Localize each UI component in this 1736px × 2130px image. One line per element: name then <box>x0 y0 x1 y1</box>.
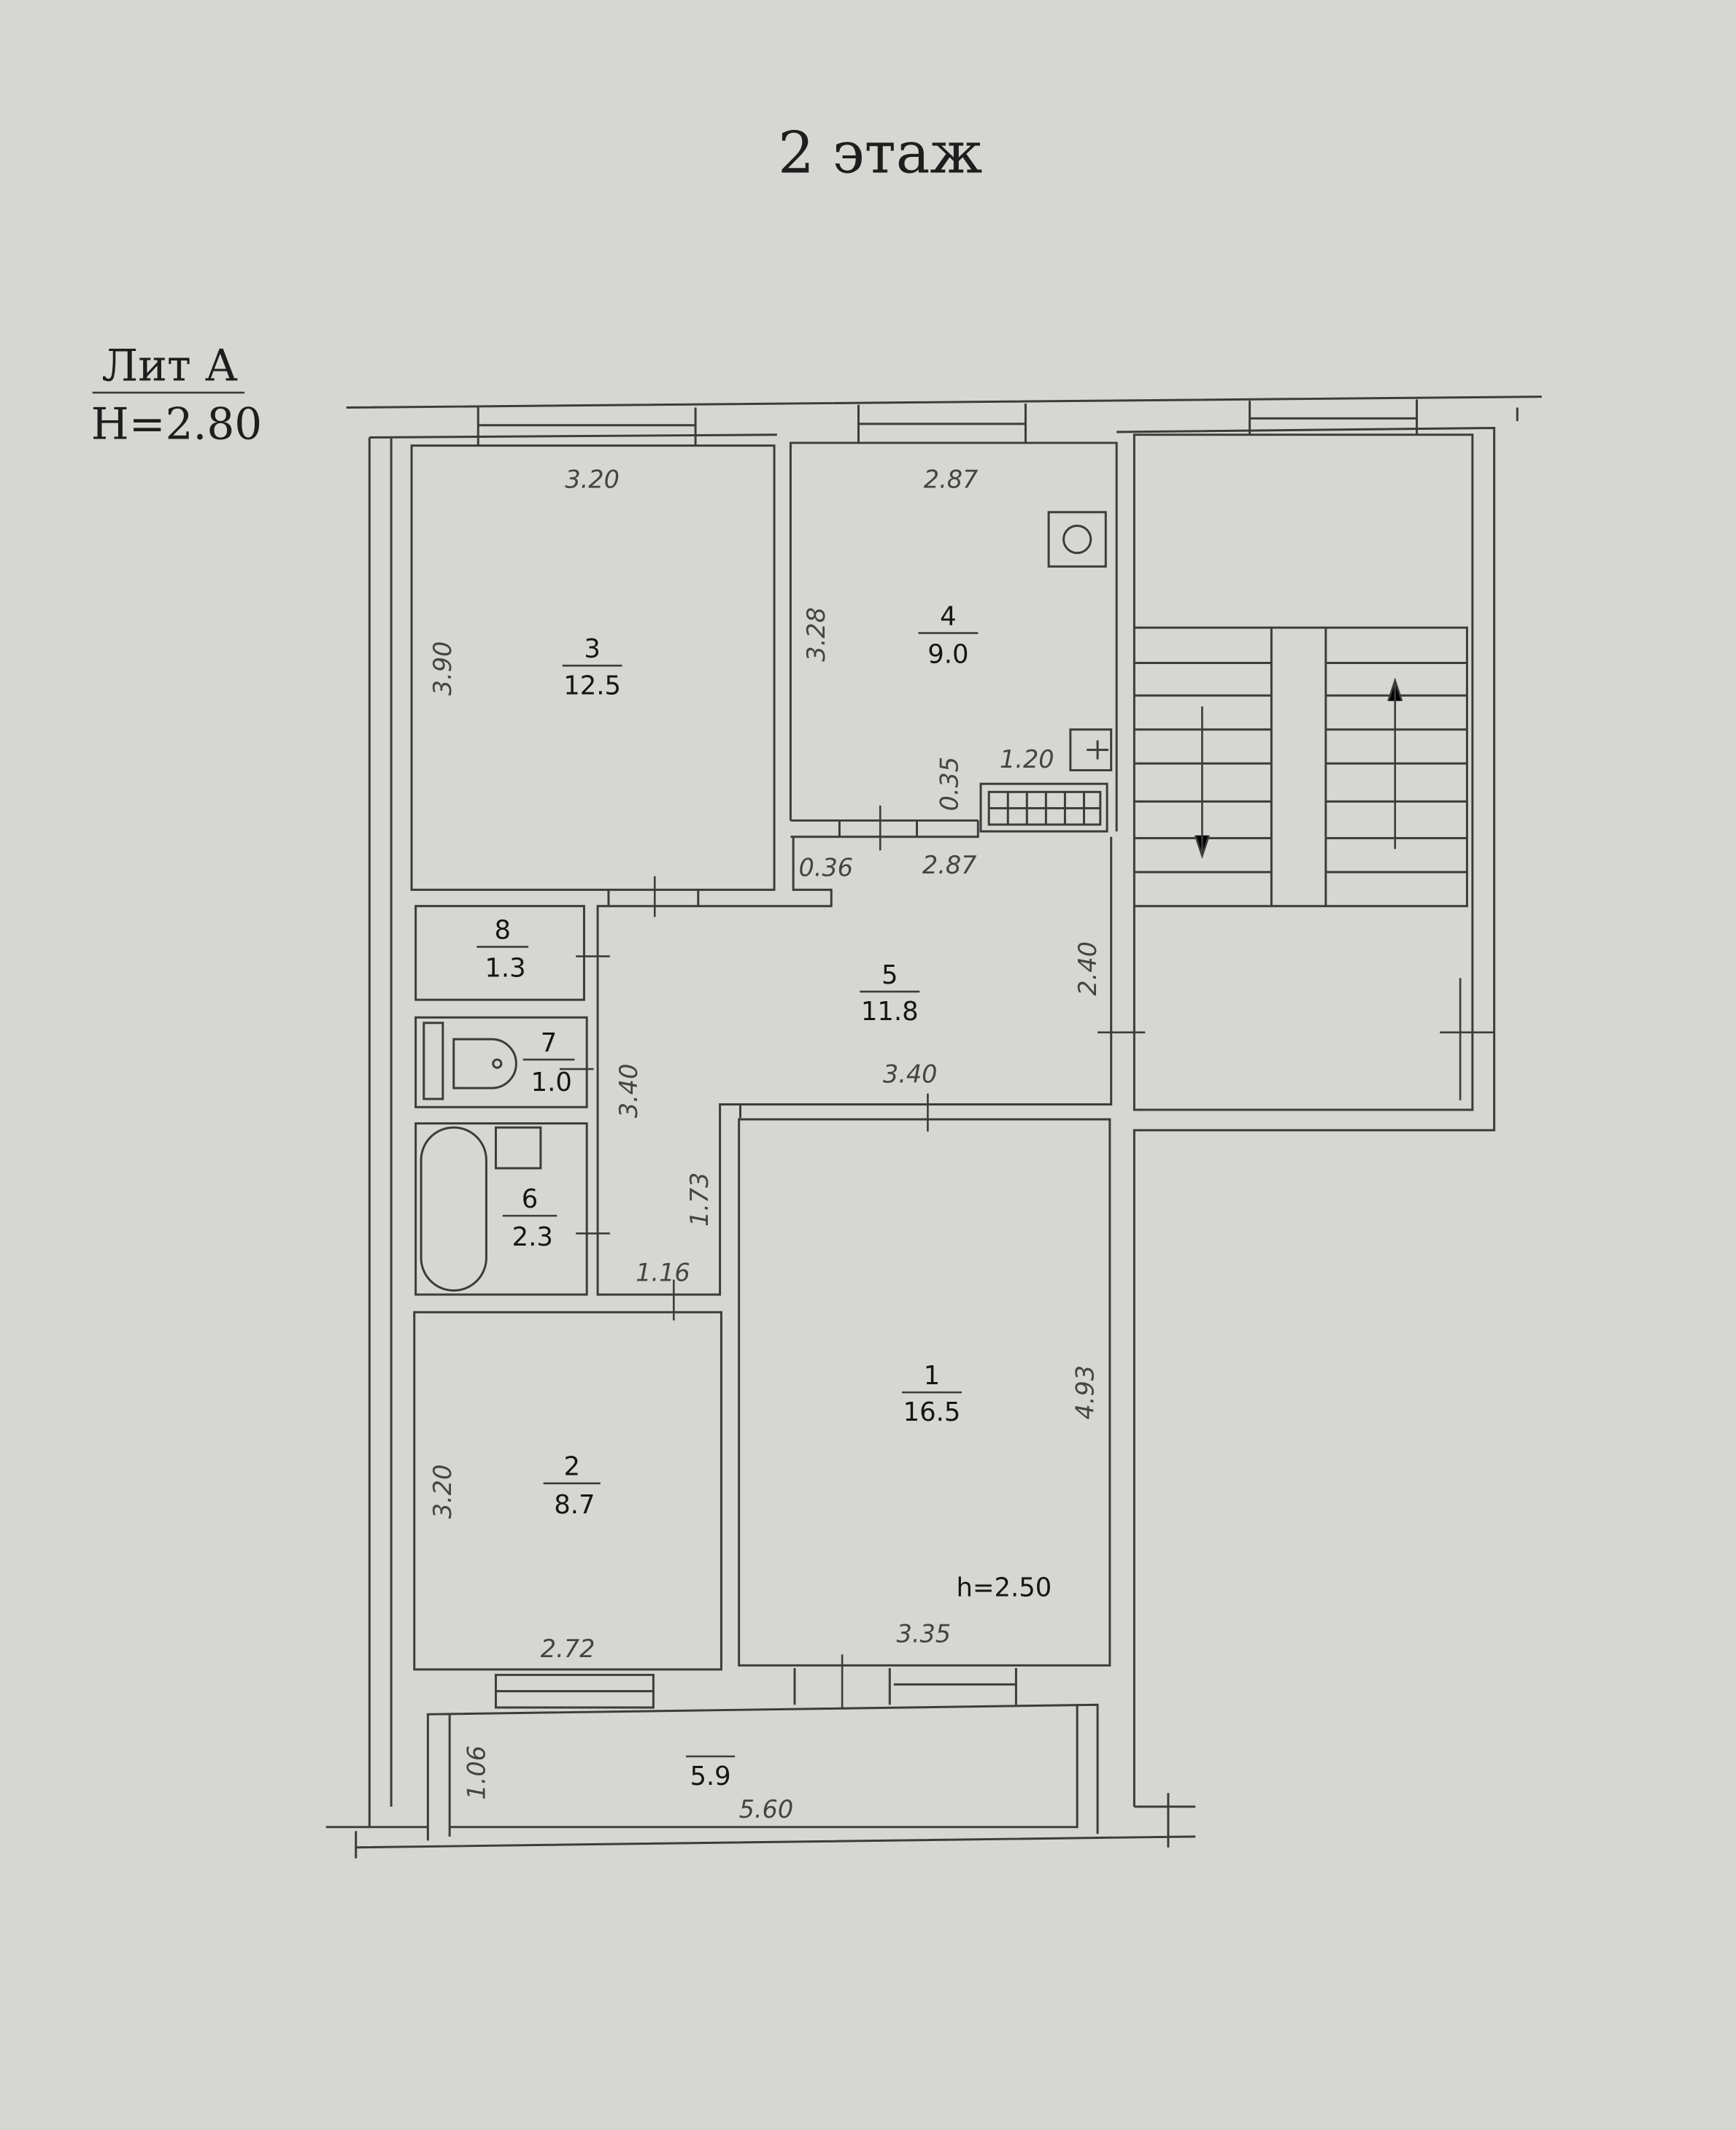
room-2 <box>413 1311 722 1671</box>
dimensions: 3.20 3.90 2.87 3.28 0.35 1.20 0.36 2.87 … <box>428 465 1102 1823</box>
room-6-area: 2.3 <box>512 1222 553 1252</box>
room-1 <box>738 1118 1111 1667</box>
dim-corridor-width: 2.87 <box>922 851 977 879</box>
room-labels: 3 12.5 4 9.0 5 11.8 8 1.3 7 1.0 6 2.3 2 … <box>477 601 1052 1791</box>
room-4-area: 9.0 <box>927 639 968 669</box>
dim-room3-length: 3.90 <box>428 641 457 696</box>
room-7-area: 1.0 <box>531 1068 572 1097</box>
dim-passage-length: 1.73 <box>685 1172 714 1227</box>
outer-walls <box>325 395 1542 1859</box>
room-8-area: 1.3 <box>485 954 525 984</box>
dim-room1-length: 4.93 <box>1071 1365 1100 1420</box>
room-3 <box>410 444 776 891</box>
room-8 <box>414 905 585 1001</box>
room-7 <box>414 1016 588 1108</box>
room-6 <box>414 1122 588 1296</box>
dim-niche-width: 1.20 <box>1000 745 1054 773</box>
room-5-corridor <box>559 805 1146 1709</box>
room-7-number: 7 <box>541 1028 558 1058</box>
room-4-number: 4 <box>940 601 957 631</box>
dim-room4-length: 3.28 <box>802 607 830 662</box>
balcony-area: 5.9 <box>690 1762 730 1791</box>
lit-label: Лит А <box>102 341 238 391</box>
room-2-number: 2 <box>563 1452 580 1482</box>
dim-balcony-length: 5.60 <box>739 1795 794 1824</box>
dim-balcony-depth: 1.06 <box>463 1745 491 1800</box>
dim-corridor-right: 2.40 <box>1073 941 1102 996</box>
dim-room3-width: 3.20 <box>565 465 620 493</box>
floor-title: 2 этаж <box>778 120 982 186</box>
room-1-number: 1 <box>924 1361 941 1391</box>
room-3-number: 3 <box>584 634 601 664</box>
room-8-number: 8 <box>495 915 512 945</box>
room-6-number: 6 <box>522 1184 539 1214</box>
dim-corridor-bottom: 3.40 <box>883 1060 938 1089</box>
dim-passage-width: 1.16 <box>636 1258 690 1286</box>
room-1-height: h=2.50 <box>956 1573 1052 1602</box>
dim-room2-length: 3.20 <box>428 1465 457 1519</box>
stairwell <box>1133 433 1494 1111</box>
room-2-area: 8.7 <box>554 1490 595 1520</box>
balcony <box>426 1668 1099 1841</box>
room-4 <box>789 441 1118 838</box>
room-5-number: 5 <box>881 960 898 990</box>
dim-niche-depth: 0.35 <box>935 757 963 811</box>
dim-corridor-step: 0.36 <box>798 854 853 882</box>
dim-room1-width: 3.35 <box>897 1620 952 1648</box>
dim-corridor-left: 3.40 <box>614 1064 643 1119</box>
room-1-area: 16.5 <box>903 1397 961 1427</box>
room-5-area: 11.8 <box>861 997 919 1027</box>
dim-room2-width: 2.72 <box>541 1635 595 1663</box>
room-3-area: 12.5 <box>563 671 621 701</box>
building-height: Н=2.80 <box>91 399 262 449</box>
dim-room4-width: 2.87 <box>924 465 979 493</box>
